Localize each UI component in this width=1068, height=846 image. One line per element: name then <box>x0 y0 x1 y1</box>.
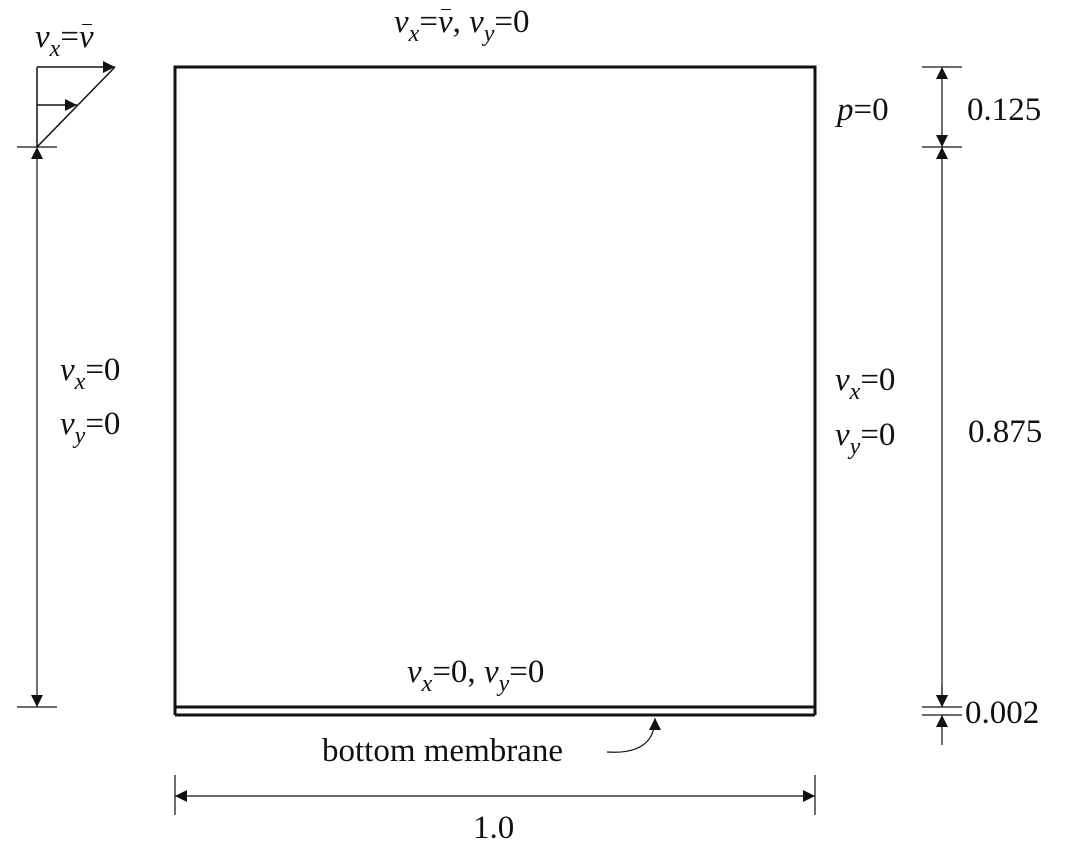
right-wall-vx: vx=0 <box>835 362 896 405</box>
width-dimension-line <box>174 775 816 815</box>
fluid-domain <box>173 65 817 709</box>
right-dimension-lines <box>922 66 962 745</box>
left-wall-vy: vy=0 <box>60 406 121 449</box>
inflow-velocity-profile <box>36 61 116 148</box>
left-dimension-line <box>17 146 57 708</box>
bottom-boundary-condition: vx=0, vy=0 <box>407 654 545 697</box>
membrane-pointer-arrow <box>606 717 661 753</box>
outlet-pressure: p=0 <box>837 92 889 128</box>
membrane-thickness-label: 0.002 <box>965 695 1040 731</box>
top-boundary-condition: vx=v, vy=0 <box>394 4 530 47</box>
width-label: 1.0 <box>473 810 515 846</box>
left-wall-vx: vx=0 <box>60 352 121 395</box>
wall-height-label: 0.875 <box>968 414 1043 450</box>
membrane-label: bottom membrane <box>322 733 564 769</box>
right-wall-vy: vy=0 <box>835 417 896 460</box>
inflow-label: vx=v <box>35 19 94 62</box>
outlet-height-label: 0.125 <box>967 92 1042 128</box>
